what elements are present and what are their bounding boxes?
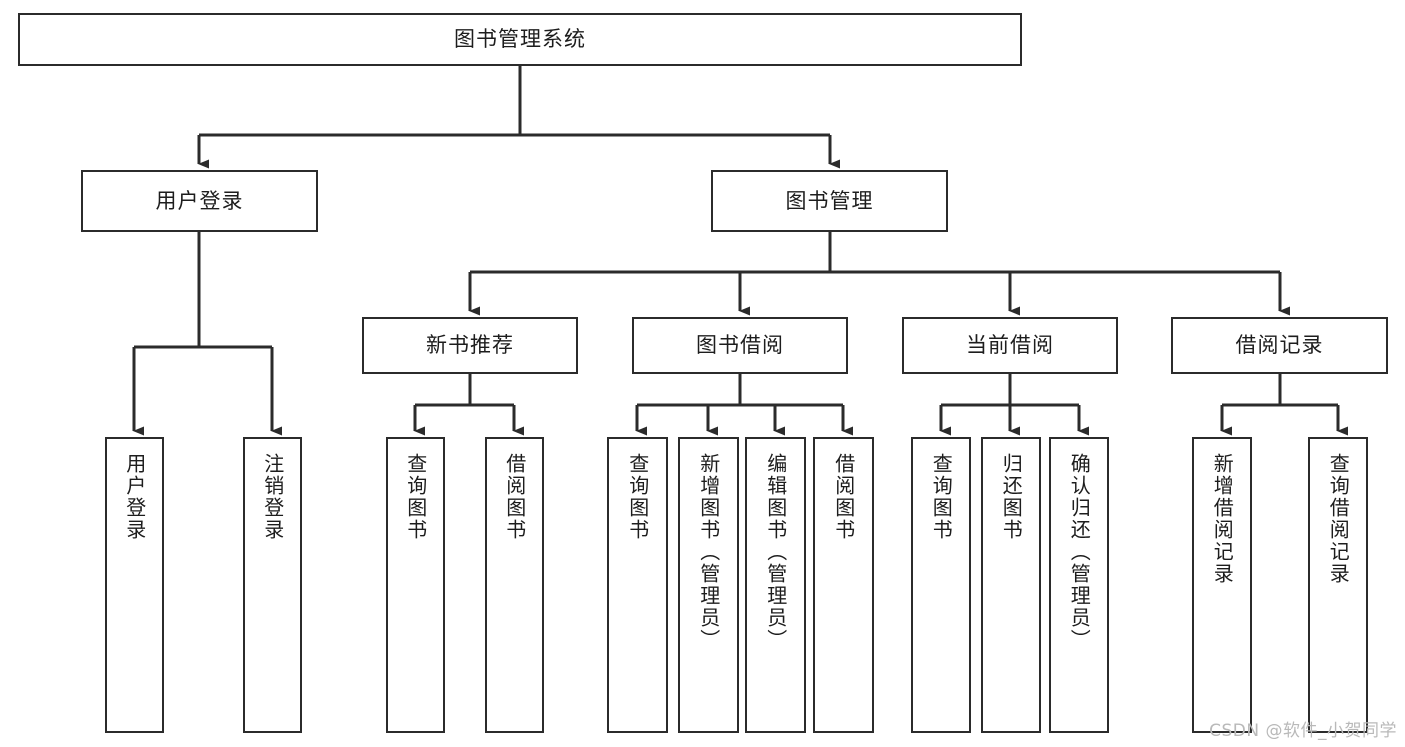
node-leaf-edit-book-admin[interactable]: 编辑图书（管理员） bbox=[745, 437, 806, 733]
node-leaf-return-book-label: 归还图书 bbox=[999, 453, 1024, 541]
node-book-borrow[interactable]: 图书借阅 bbox=[632, 317, 848, 374]
node-user-login-label: 用户登录 bbox=[155, 188, 244, 213]
node-leaf-user-login-label: 用户登录 bbox=[122, 453, 147, 541]
node-leaf-add-book-admin-label: 新增图书（管理员） bbox=[696, 453, 721, 651]
node-leaf-logout-label: 注销登录 bbox=[260, 453, 285, 541]
csdn-watermark: CSDN @软件_小贺同学 bbox=[1209, 721, 1397, 741]
node-book-borrow-label: 图书借阅 bbox=[696, 333, 784, 357]
node-new-book-recommend[interactable]: 新书推荐 bbox=[362, 317, 578, 374]
node-leaf-user-login[interactable]: 用户登录 bbox=[105, 437, 164, 733]
node-leaf-add-borrow-record[interactable]: 新增借阅记录 bbox=[1192, 437, 1252, 733]
node-leaf-logout[interactable]: 注销登录 bbox=[243, 437, 302, 733]
node-leaf-borrow-book-label: 借阅图书 bbox=[831, 453, 856, 541]
node-leaf-borrow-query-book[interactable]: 查询图书 bbox=[607, 437, 668, 733]
node-book-management[interactable]: 图书管理 bbox=[711, 170, 948, 232]
node-leaf-borrow-query-book-label: 查询图书 bbox=[625, 453, 650, 541]
node-leaf-borrow-book[interactable]: 借阅图书 bbox=[813, 437, 874, 733]
node-book-management-label: 图书管理 bbox=[785, 188, 874, 213]
node-leaf-edit-book-admin-label: 编辑图书（管理员） bbox=[763, 453, 788, 651]
node-root-label: 图书管理系统 bbox=[454, 27, 586, 51]
node-new-book-recommend-label: 新书推荐 bbox=[426, 333, 514, 357]
node-leaf-query-borrow-record[interactable]: 查询借阅记录 bbox=[1308, 437, 1368, 733]
node-root-book-management-system[interactable]: 图书管理系统 bbox=[18, 13, 1022, 66]
node-borrow-record[interactable]: 借阅记录 bbox=[1171, 317, 1388, 374]
node-leaf-query-borrow-record-label: 查询借阅记录 bbox=[1326, 453, 1351, 585]
node-leaf-confirm-return-admin[interactable]: 确认归还（管理员） bbox=[1049, 437, 1109, 733]
node-borrow-record-label: 借阅记录 bbox=[1235, 333, 1324, 357]
node-current-borrow-label: 当前借阅 bbox=[966, 333, 1054, 357]
node-leaf-return-book[interactable]: 归还图书 bbox=[981, 437, 1041, 733]
node-current-borrow[interactable]: 当前借阅 bbox=[902, 317, 1118, 374]
node-leaf-newbook-query-book[interactable]: 查询图书 bbox=[386, 437, 445, 733]
node-leaf-current-query-book-label: 查询图书 bbox=[929, 453, 954, 541]
node-user-login[interactable]: 用户登录 bbox=[81, 170, 318, 232]
node-leaf-add-borrow-record-label: 新增借阅记录 bbox=[1210, 453, 1235, 585]
node-leaf-newbook-query-book-label: 查询图书 bbox=[403, 453, 428, 541]
node-leaf-add-book-admin[interactable]: 新增图书（管理员） bbox=[678, 437, 739, 733]
node-leaf-newbook-borrow-book[interactable]: 借阅图书 bbox=[485, 437, 544, 733]
node-leaf-current-query-book[interactable]: 查询图书 bbox=[911, 437, 971, 733]
node-leaf-newbook-borrow-book-label: 借阅图书 bbox=[502, 453, 527, 541]
node-leaf-confirm-return-admin-label: 确认归还（管理员） bbox=[1067, 453, 1092, 651]
